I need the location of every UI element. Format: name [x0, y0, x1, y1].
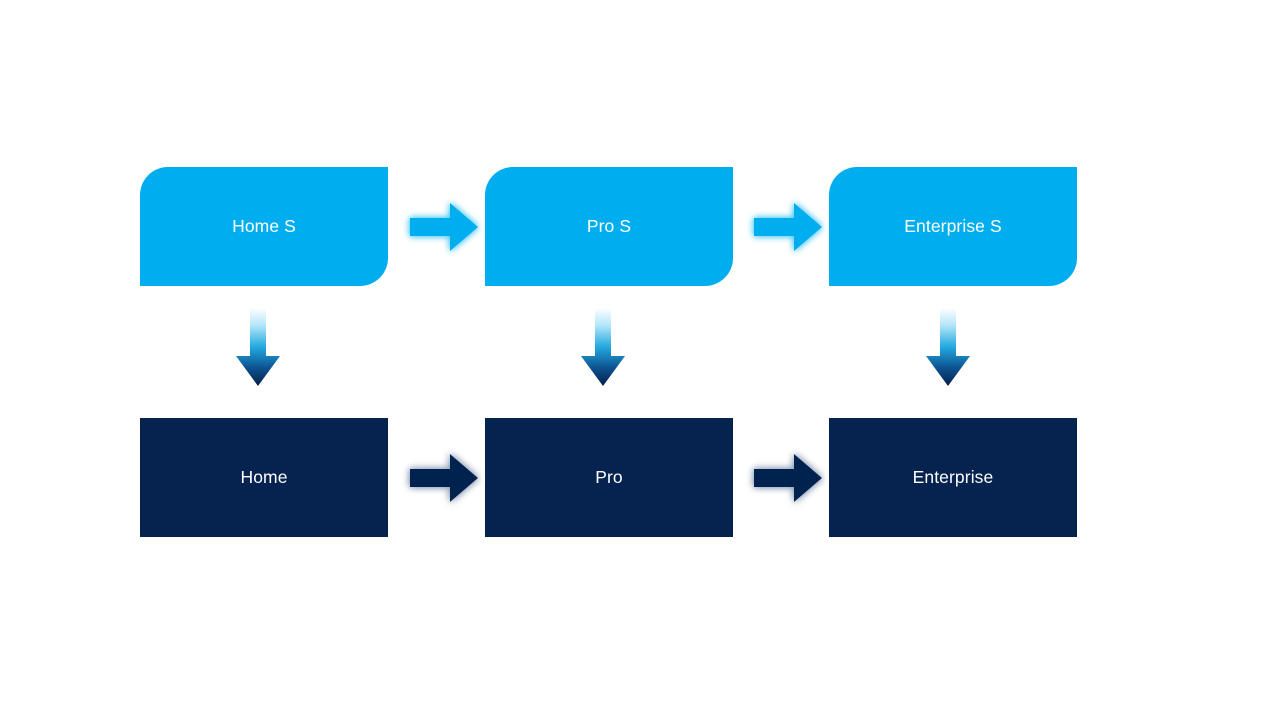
- node-label: Home S: [232, 215, 296, 236]
- node-label: Enterprise: [912, 466, 994, 487]
- arrow-right-icon-pro-s-to-enterprise-s: [752, 199, 824, 255]
- arrow-down-icon-enterprise-s-to-enterprise: [925, 308, 971, 388]
- node-enterprise-s[interactable]: Enterprise S: [829, 167, 1077, 286]
- arrow-right-icon-home-s-to-pro-s: [408, 199, 480, 255]
- arrow-right-icon-pro-to-enterprise: [752, 450, 824, 506]
- node-home[interactable]: Home: [140, 418, 388, 537]
- node-label: Pro: [595, 466, 623, 487]
- arrow-right-icon-home-to-pro: [408, 450, 480, 506]
- node-label: Enterprise S: [904, 215, 1002, 236]
- node-label: Pro S: [586, 215, 632, 236]
- arrow-down-icon-home-s-to-home: [235, 308, 281, 388]
- node-home-s[interactable]: Home S: [140, 167, 388, 286]
- node-pro[interactable]: Pro: [485, 418, 733, 537]
- arrow-down-icon-pro-s-to-pro: [580, 308, 626, 388]
- node-enterprise[interactable]: Enterprise: [829, 418, 1077, 537]
- node-pro-s[interactable]: Pro S: [485, 167, 733, 286]
- node-label: Home: [240, 466, 288, 487]
